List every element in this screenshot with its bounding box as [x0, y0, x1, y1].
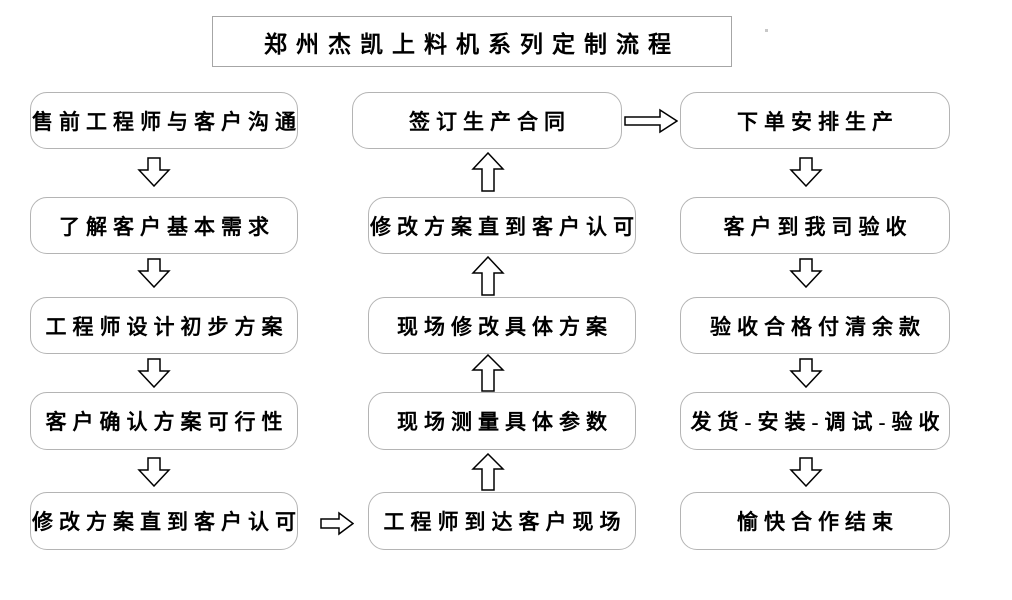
arrow-right-icon — [320, 511, 354, 536]
arrow-down-icon — [789, 358, 823, 388]
page-title: 郑州杰凯上料机系列定制流程 — [264, 31, 680, 57]
flow-node-pay-balance: 验收合格付清余款 — [680, 297, 950, 354]
flow-node-revise-until-approved-1: 修改方案直到客户认可 — [30, 492, 298, 550]
flow-node-ship-install-debug: 发货-安装-调试-验收 — [680, 392, 950, 450]
flow-node-sign-contract: 签订生产合同 — [352, 92, 622, 149]
flow-node-cooperation-end: 愉快合作结束 — [680, 492, 950, 550]
arrow-up-icon — [471, 256, 505, 296]
arrow-up-icon — [471, 453, 505, 491]
arrow-right-icon — [624, 108, 678, 134]
flow-node-onsite-revise-plan: 现场修改具体方案 — [368, 297, 636, 354]
flow-node-revise-until-approved-2: 修改方案直到客户认可 — [368, 197, 636, 254]
arrow-down-icon — [789, 157, 823, 187]
flow-node-arrange-production: 下单安排生产 — [680, 92, 950, 149]
arrow-down-icon — [789, 457, 823, 487]
arrow-up-icon — [471, 354, 505, 392]
arrow-down-icon — [137, 157, 171, 187]
stray-dot — [765, 29, 768, 32]
arrow-up-icon — [471, 152, 505, 192]
arrow-down-icon — [137, 457, 171, 487]
arrow-down-icon — [789, 258, 823, 288]
flow-node-confirm-feasibility: 客户确认方案可行性 — [30, 392, 298, 450]
title-box: 郑州杰凯上料机系列定制流程 — [212, 16, 732, 67]
flow-node-onsite-measure-params: 现场测量具体参数 — [368, 392, 636, 450]
flow-node-customer-acceptance: 客户到我司验收 — [680, 197, 950, 254]
flow-node-engineer-arrives-site: 工程师到达客户现场 — [368, 492, 636, 550]
arrow-down-icon — [137, 258, 171, 288]
arrow-down-icon — [137, 358, 171, 388]
flow-node-presales-communication: 售前工程师与客户沟通 — [30, 92, 298, 149]
flow-node-preliminary-design: 工程师设计初步方案 — [30, 297, 298, 354]
flow-node-understand-needs: 了解客户基本需求 — [30, 197, 298, 254]
